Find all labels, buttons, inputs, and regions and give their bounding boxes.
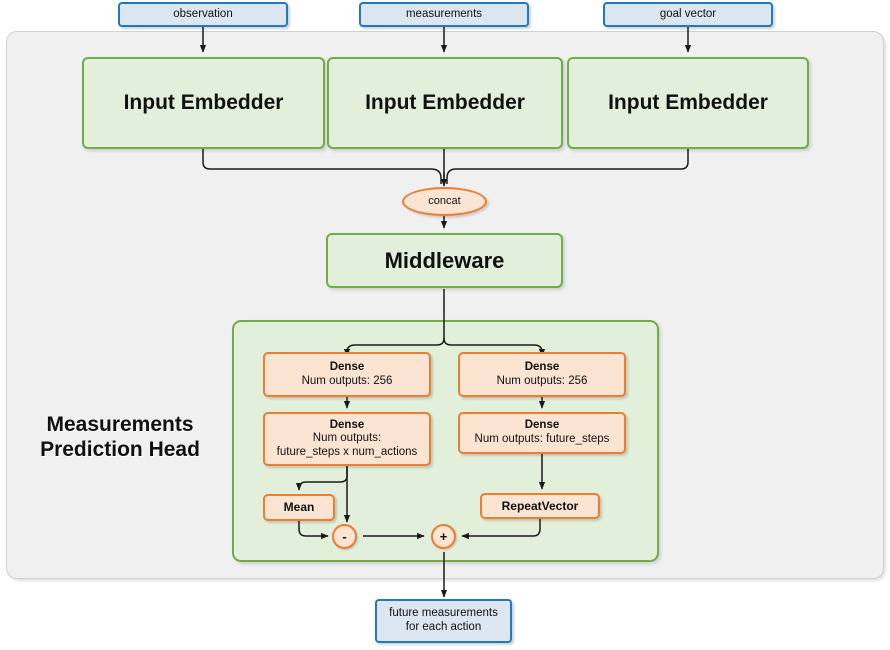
subtract-operator[interactable]: - <box>332 524 357 549</box>
add-operator[interactable]: + <box>431 524 456 549</box>
output-box-line1: future measurements <box>389 607 498 620</box>
input-embedder-3[interactable]: Input Embedder <box>567 57 809 149</box>
subtract-operator-symbol: - <box>342 529 347 544</box>
input-box-measurements-label: measurements <box>405 7 483 20</box>
input-box-observation-label: observation <box>173 7 233 20</box>
output-box-future-measurements[interactable]: future measurements for each action <box>375 599 512 643</box>
dense-left-2-outputs-label: Num outputs: <box>312 432 382 445</box>
concat-node-label: concat <box>428 195 461 208</box>
mean-node[interactable]: Mean <box>263 494 335 521</box>
dense-right-1-outputs: Num outputs: 256 <box>496 374 588 387</box>
measurements-prediction-head-title: Measurements Prediction Head <box>16 405 224 471</box>
input-box-observation[interactable]: observation <box>118 2 288 27</box>
dense-right-1[interactable]: Dense Num outputs: 256 <box>458 352 626 397</box>
dense-left-1-outputs: Num outputs: 256 <box>301 374 393 387</box>
input-box-goal-vector[interactable]: goal vector <box>603 2 773 27</box>
add-operator-symbol: + <box>439 529 448 544</box>
dense-right-2-outputs: Num outputs: future_steps <box>474 433 610 445</box>
dense-left-2[interactable]: Dense Num outputs: future_steps x num_ac… <box>263 412 431 466</box>
dense-left-1[interactable]: Dense Num outputs: 256 <box>263 352 431 397</box>
output-box-line2: for each action <box>405 621 482 633</box>
mean-node-label: Mean <box>283 500 315 515</box>
dense-left-2-title: Dense <box>329 418 365 431</box>
input-box-measurements[interactable]: measurements <box>359 2 529 27</box>
input-embedder-2-label: Input Embedder <box>365 90 525 114</box>
head-title-line1: Measurements <box>46 413 194 437</box>
dense-left-1-title: Dense <box>329 360 365 373</box>
repeat-vector-label: RepeatVector <box>501 498 579 513</box>
dense-right-2-title: Dense <box>524 419 560 432</box>
repeat-vector-node[interactable]: RepeatVector <box>480 493 600 519</box>
dense-right-1-title: Dense <box>524 360 560 373</box>
head-title-line2: Prediction Head <box>40 438 200 461</box>
input-embedder-1[interactable]: Input Embedder <box>82 57 325 149</box>
input-embedder-2[interactable]: Input Embedder <box>327 57 563 149</box>
input-embedder-1-label: Input Embedder <box>123 90 284 114</box>
concat-node[interactable]: concat <box>402 187 487 216</box>
input-box-goal-vector-label: goal vector <box>659 7 717 20</box>
middleware-label: Middleware <box>384 247 505 273</box>
dense-right-2[interactable]: Dense Num outputs: future_steps <box>458 412 626 454</box>
input-embedder-3-label: Input Embedder <box>608 90 768 114</box>
middleware-block[interactable]: Middleware <box>326 233 563 288</box>
dense-left-2-outputs-value: future_steps x num_actions <box>276 445 418 458</box>
